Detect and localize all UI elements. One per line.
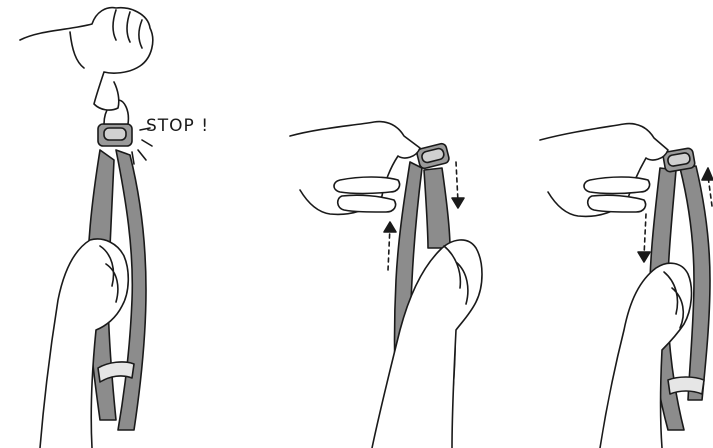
upper-fist [19, 6, 154, 111]
lower-hand-fingers [663, 271, 685, 329]
strap-right-band [679, 165, 711, 401]
lower-hand [39, 238, 130, 448]
strap-pulled-end [423, 167, 451, 249]
panel-tighten [539, 122, 713, 448]
arrow-down-head [637, 251, 651, 263]
arrow-up [707, 175, 713, 207]
arrow-up-head [701, 167, 713, 181]
impact-marks [131, 127, 153, 165]
buckle-roller [667, 152, 691, 167]
arrow-up-head [383, 221, 397, 233]
buckle-roller [421, 147, 445, 164]
arrow-down [455, 161, 459, 203]
upper-hand [539, 122, 669, 218]
arrow-down-head [451, 197, 465, 209]
upper-fist-fingers [69, 9, 143, 69]
panel-loosen [289, 120, 483, 448]
arrow-up [387, 225, 391, 271]
upper-hand-fingers [333, 176, 401, 213]
stop-callout: STOP ! [146, 116, 210, 136]
upper-hand-fingers [583, 176, 651, 213]
panel-stop [19, 6, 154, 448]
strap-right-band [115, 149, 147, 431]
lower-hand-fingers [443, 245, 469, 305]
arrow-down [643, 213, 647, 257]
lower-hand [599, 262, 693, 448]
lower-hand-fingers [99, 245, 119, 303]
buckle-roller [103, 127, 127, 141]
upper-hand [289, 120, 421, 216]
strap-keeper [97, 361, 135, 383]
strap-keeper [667, 376, 705, 395]
lower-hand [371, 239, 483, 448]
